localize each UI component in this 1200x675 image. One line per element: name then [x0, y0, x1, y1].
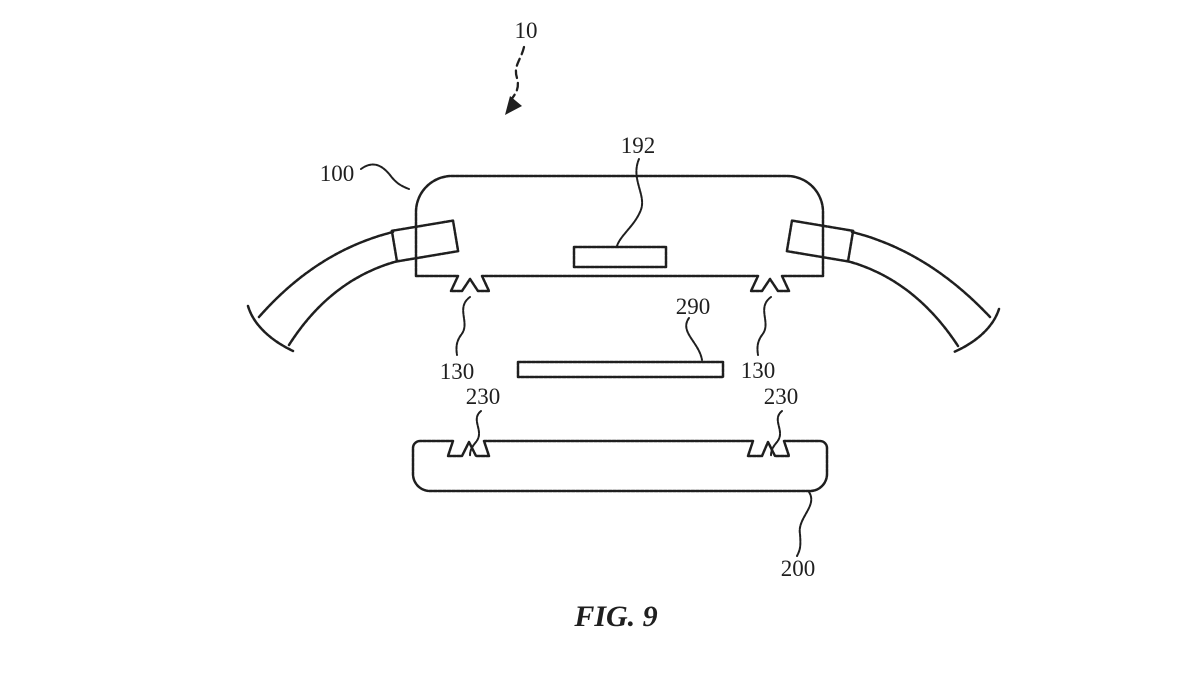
upper-housing-outline — [414, 174, 825, 293]
right-strap — [785, 219, 1001, 354]
plate-rect — [516, 360, 725, 379]
left-lug — [390, 219, 460, 263]
leader-200 — [796, 491, 813, 557]
assembly-arrow — [505, 45, 526, 115]
right-band-inner-edge — [845, 259, 960, 348]
ref-label-192: 192 — [621, 133, 656, 158]
right-band-end-cap — [952, 307, 1001, 354]
ref-label-230-right: 230 — [764, 384, 799, 409]
ref-label-130-right: 130 — [741, 358, 776, 383]
ref-label-130-left: 130 — [440, 359, 475, 384]
leader-130-left — [455, 296, 471, 356]
leader-100 — [360, 163, 410, 190]
leader-230-left — [469, 410, 482, 457]
figure-caption: FIG. 9 — [573, 600, 657, 633]
leader-230-right — [770, 410, 783, 457]
assembly-arrowhead-icon — [505, 96, 522, 115]
right-band-outer-edge — [850, 230, 992, 319]
ref-label-290: 290 — [676, 294, 711, 319]
left-band-outer-edge — [257, 230, 395, 319]
left-band-inner-edge — [287, 259, 400, 347]
ref-label-100: 100 — [320, 161, 355, 186]
lower-housing-outline — [411, 439, 829, 493]
ref-label-200: 200 — [781, 556, 816, 581]
leader-192 — [616, 158, 644, 247]
right-lug — [785, 219, 855, 263]
inner-component-rect — [572, 245, 668, 269]
leader-290 — [685, 317, 703, 361]
leader-130-right — [756, 296, 772, 356]
left-strap — [246, 219, 460, 353]
ref-label-230-left: 230 — [466, 384, 501, 409]
left-band-end-cap — [246, 304, 295, 353]
ref-label-10: 10 — [515, 18, 538, 43]
assembly-arrow-stem — [509, 45, 526, 102]
